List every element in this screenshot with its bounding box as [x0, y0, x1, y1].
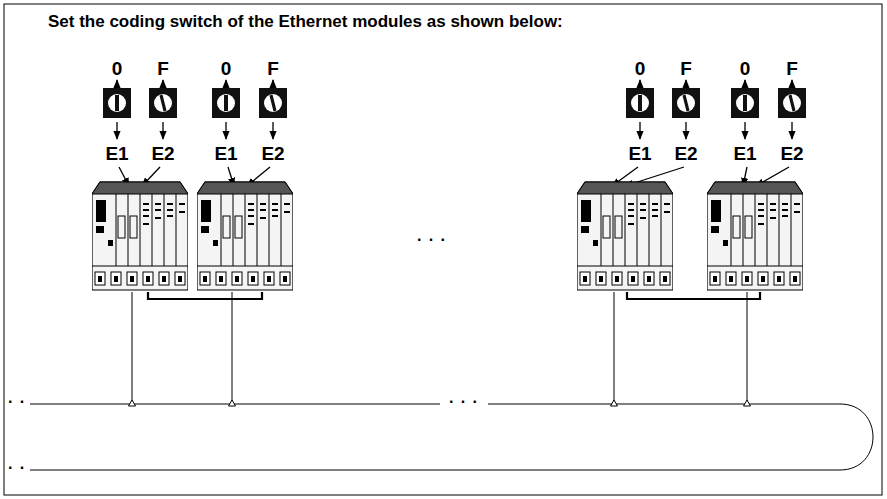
arrow — [225, 80, 226, 86]
arrow — [225, 122, 226, 139]
switch-setting: F — [157, 59, 169, 78]
switch-name: E1 — [733, 144, 756, 163]
ellipsis: · · · — [415, 232, 449, 248]
arrow — [791, 80, 792, 86]
switch-name: E2 — [151, 144, 174, 163]
arrow — [744, 122, 745, 139]
switch-setting: F — [680, 59, 692, 78]
pointer-arrows — [117, 80, 792, 186]
switch-name: E1 — [214, 144, 237, 163]
ellipsis: · · — [6, 460, 28, 476]
rack-link-cable — [627, 292, 760, 299]
plc-rack — [197, 182, 293, 290]
arrow — [162, 80, 163, 86]
arrow — [116, 80, 117, 86]
rotary-switch — [212, 88, 240, 118]
switch-name: E1 — [105, 144, 128, 163]
switch-name: E2 — [780, 144, 803, 163]
rotary-switch — [778, 88, 806, 118]
drop-cable — [747, 292, 748, 401]
rotary-switch — [672, 88, 700, 118]
bus-line — [488, 404, 840, 405]
arrow — [685, 122, 686, 139]
switch-setting: 0 — [635, 59, 646, 78]
arrow — [272, 122, 273, 139]
tap-marker — [129, 400, 136, 406]
ellipsis: · · — [6, 394, 28, 410]
tap-marker — [229, 400, 236, 406]
arrow — [272, 80, 273, 86]
rotary-switch — [731, 88, 759, 118]
drop-cable — [614, 292, 615, 401]
switch-name: E2 — [674, 144, 697, 163]
arrow — [116, 122, 117, 139]
plc-rack — [707, 182, 803, 290]
rotary-switch — [626, 88, 654, 118]
plc-racks — [92, 182, 803, 290]
plc-rack — [92, 182, 188, 290]
arrow — [744, 80, 745, 86]
switch-setting: 0 — [221, 59, 232, 78]
cables — [30, 292, 873, 470]
switch-setting: F — [786, 59, 798, 78]
rotary-switch — [103, 88, 131, 118]
rack-link-cable — [148, 292, 262, 299]
rotary-switch — [149, 88, 177, 118]
coding-switches — [103, 88, 806, 118]
tap-marker — [744, 400, 751, 406]
rotary-switch — [259, 88, 287, 118]
arrow — [639, 80, 640, 86]
arrow — [791, 122, 792, 139]
bus-loop — [840, 404, 873, 470]
tap-marker — [611, 400, 618, 406]
drop-cable — [132, 292, 133, 401]
arrow — [162, 122, 163, 139]
bus-line — [30, 470, 840, 471]
switch-setting: 0 — [112, 59, 123, 78]
switch-setting: 0 — [740, 59, 751, 78]
drop-cable — [232, 292, 233, 401]
plc-rack — [577, 182, 673, 290]
arrow — [685, 80, 686, 86]
arrow — [639, 122, 640, 139]
figure-frame — [4, 4, 882, 495]
ellipsis: · · · — [447, 394, 481, 410]
switch-name: E2 — [261, 144, 284, 163]
bus-taps — [129, 400, 751, 406]
switch-setting: F — [267, 59, 279, 78]
figure-title: Set the coding switch of the Ethernet mo… — [48, 12, 563, 32]
switch-name: E1 — [628, 144, 651, 163]
